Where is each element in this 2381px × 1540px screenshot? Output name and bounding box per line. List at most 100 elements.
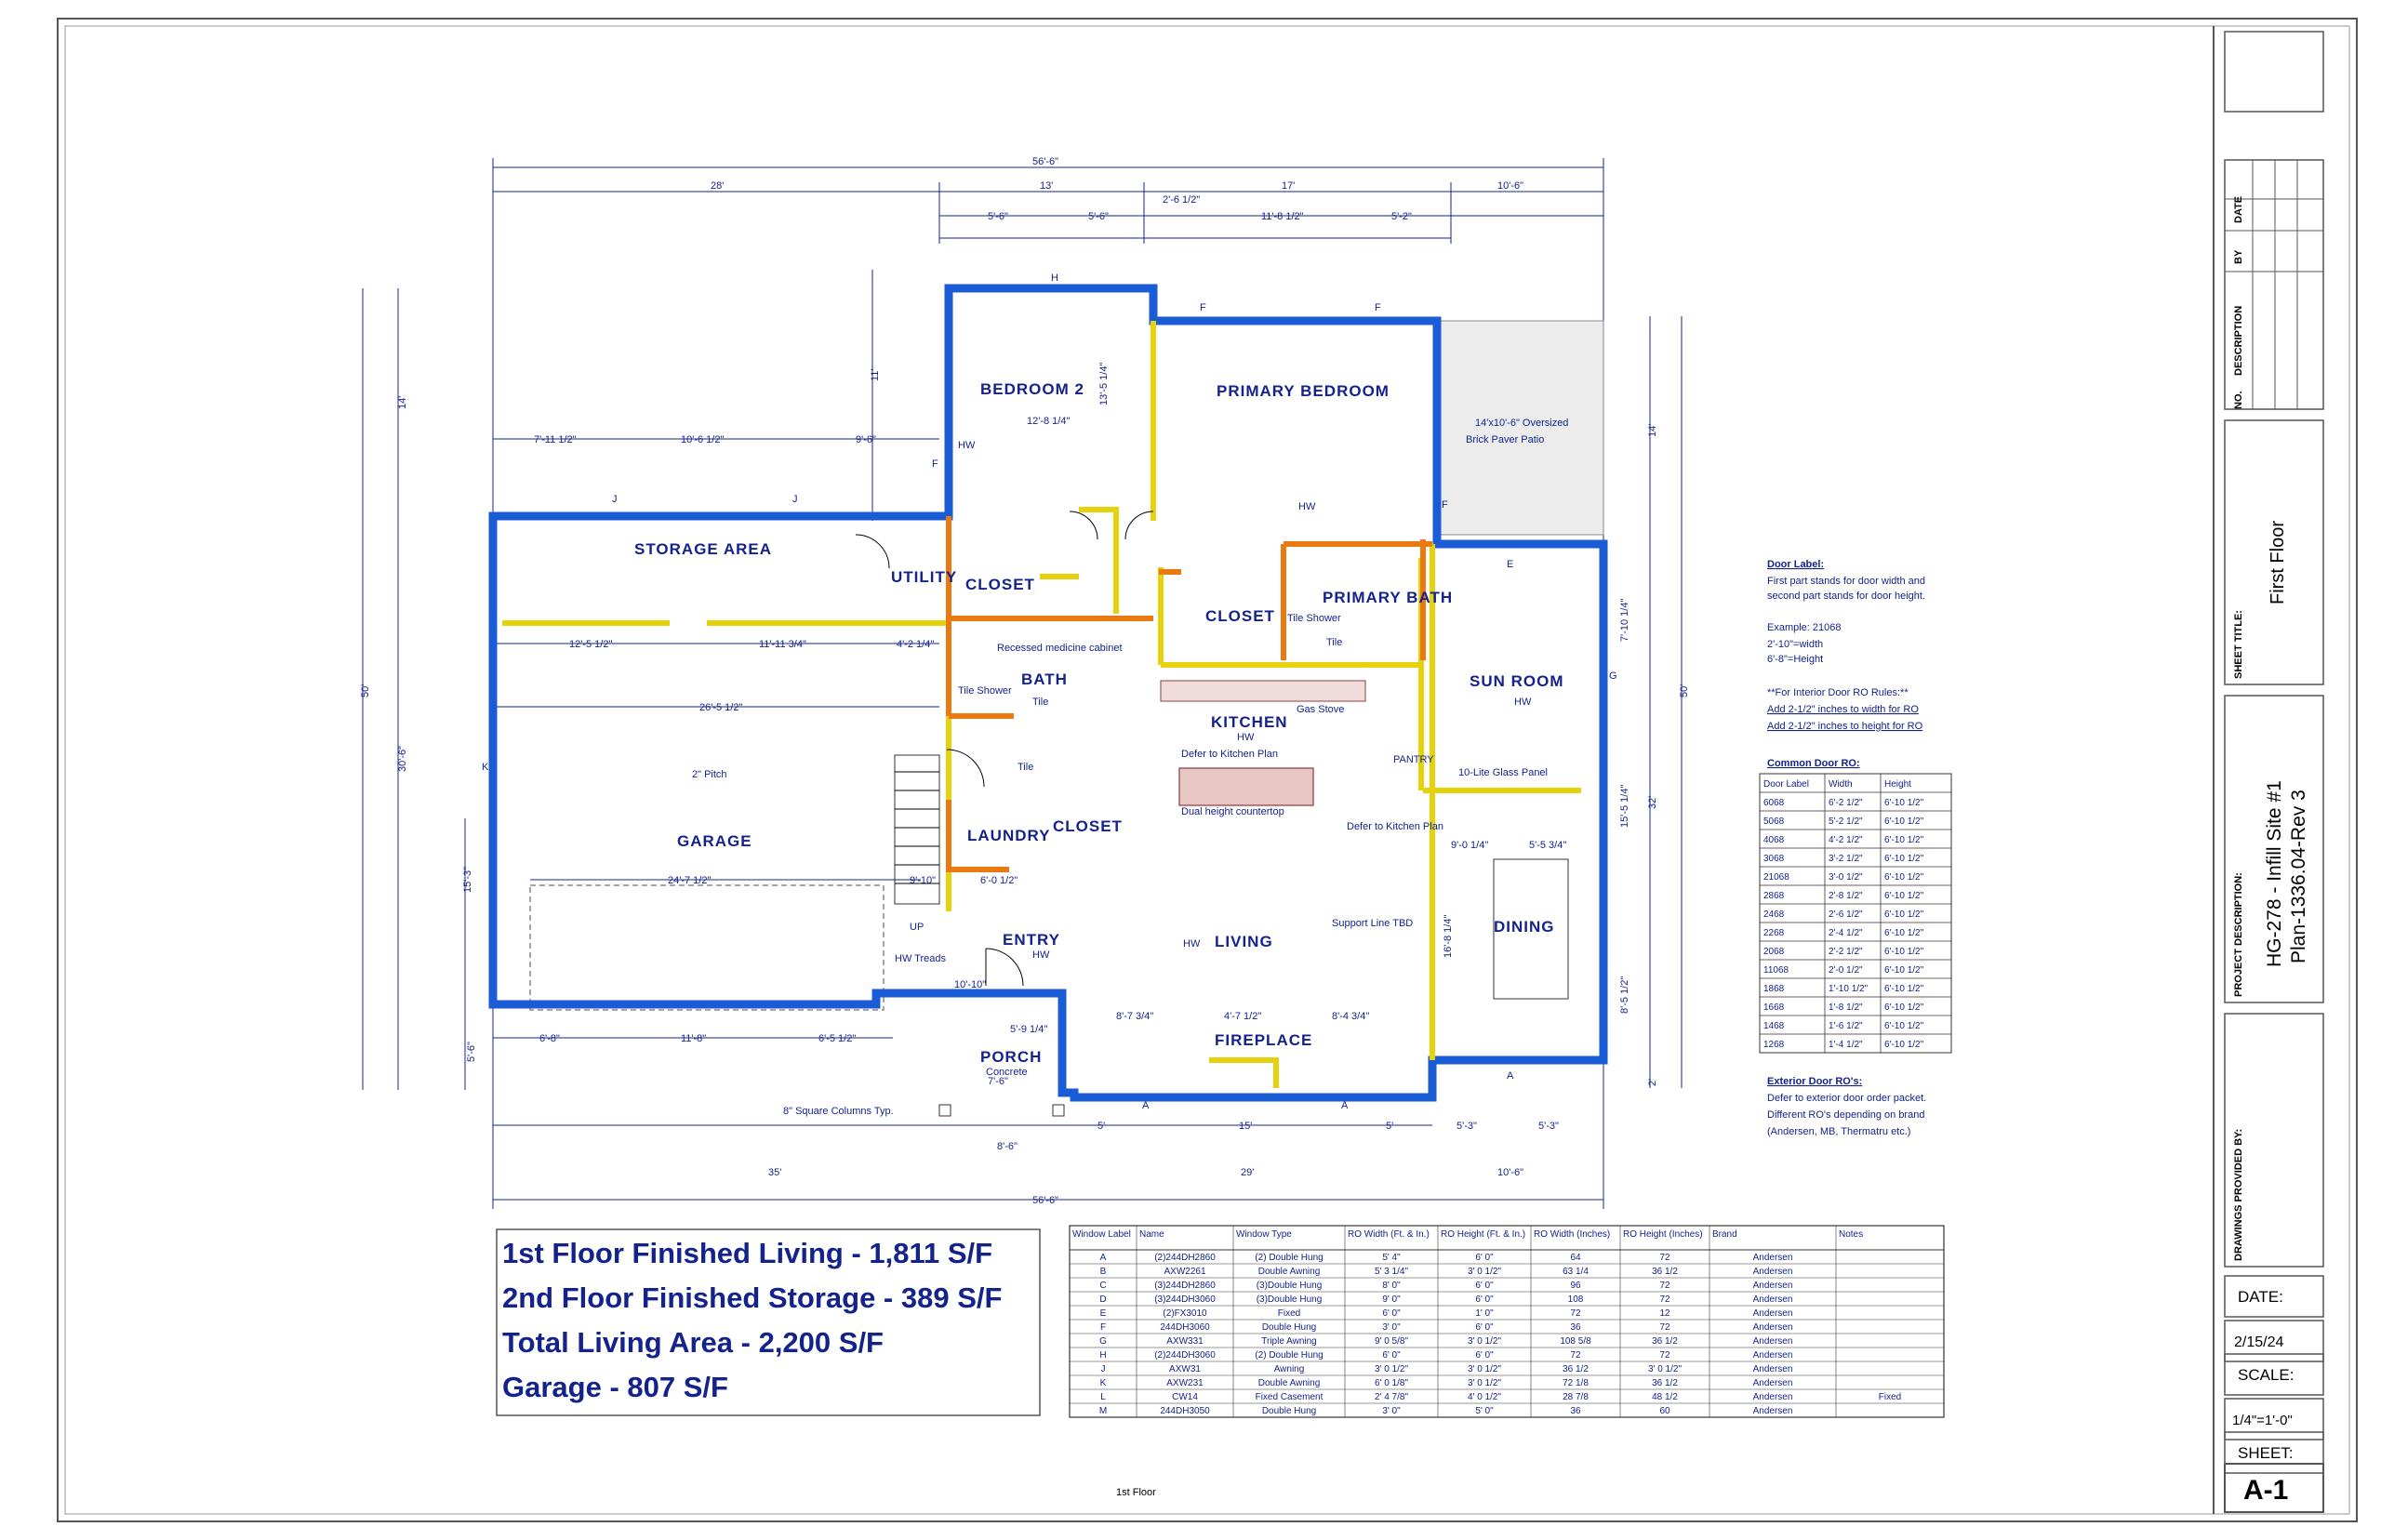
door-legend-rule1: Add 2-1/2" inches to width for RO [1767,704,1919,715]
window-table-cell: Fixed [1879,1392,1901,1402]
dim-top-13: 13' [1040,180,1053,192]
note-gas-stove: Gas Stove [1297,704,1344,715]
window-tag: F [1200,302,1206,313]
window-table-cell: 9' 0" [1382,1294,1401,1305]
window-tag: J [612,494,618,505]
dim-6-5: 6'-5 1/2" [818,1033,856,1044]
kitchen-island [1178,767,1314,806]
window-tag: G [1609,670,1617,682]
dim-11-8: 11'-8" [681,1033,706,1044]
door-table-cell: 6'-10 1/2" [1884,909,1924,920]
door-legend-ext1: Defer to exterior door order packet. [1767,1093,1926,1104]
dim-50: 50' [360,684,371,697]
note-tile-bath: Tile [1032,697,1048,708]
door-table-cell: 6068 [1763,798,1785,808]
door-table-cell: 6'-10 1/2" [1884,1021,1924,1031]
tb-sheet-value: A-1 [2243,1475,2288,1506]
tb-description-label: DESCRIPTION [2233,306,2244,376]
window-tag: F [932,458,938,470]
window-table-cell: 60 [1659,1406,1670,1416]
note-hw-bedroom2: HW [958,440,976,451]
window-table-header: Window Label [1072,1229,1131,1240]
window-table-cell: 64 [1570,1253,1581,1263]
note-hw-sun: HW [1514,697,1532,708]
door-legend-ex1: 2'-10"=width [1767,639,1823,650]
window-table-cell: 72 1/8 [1563,1378,1589,1388]
note-concrete: Concrete [986,1067,1028,1078]
window-table-cell: H [1099,1350,1106,1361]
window-table-cell: 72 [1659,1350,1670,1361]
door-legend-ext3: (Andersen, MB, Thermatru etc.) [1767,1126,1910,1137]
window-table-cell: 244DH3050 [1160,1406,1210,1416]
door-table-cell: 1'-4 1/2" [1829,1040,1863,1050]
window-table-cell: 1' 0" [1475,1308,1494,1319]
dim-8-5: 8'-5 1/2" [1619,976,1630,1014]
note-glass-panel: 10-Lite Glass Panel [1458,767,1548,778]
window-table-cell: 3' 0 1/2" [1468,1267,1501,1277]
dim-50-right: 50' [1679,684,1690,697]
dim-12-5: 12'-5 1/2" [569,639,612,650]
window-table-cell: 3' 0" [1382,1406,1401,1416]
dim-8-4: 8'-4 3/4" [1332,1011,1369,1022]
dim-15: 15' [1239,1121,1252,1132]
window-table-cell: A [1100,1253,1107,1263]
door-legend-title: Door Label: [1767,559,1824,570]
dim-5-9: 5'-9 1/4" [1010,1024,1047,1035]
door-table-cell: 5068 [1763,816,1785,827]
dim-56-6: 56'-6" [1032,1195,1058,1206]
door-table-cell: 4'-2 1/2" [1829,835,1863,845]
window-table-cell: C [1099,1281,1106,1291]
door-legend: Door Label: First part stands for door w… [1759,559,1952,1137]
dimension-labels: 56'-6" 28' 13' 17' 10'-6" 2'-6 1/2" 5'-6… [360,156,1690,1206]
label-garage: GARAGE [677,832,752,850]
window-table-cell: 108 5/8 [1560,1336,1591,1347]
label-closet-1: CLOSET [965,576,1035,593]
window-table-cell: Andersen [1753,1378,1793,1388]
dim-12-8: 12'-8 1/4" [1027,416,1070,427]
window-table-header: Name [1139,1229,1164,1240]
dim-top-10-6: 10'-6" [1497,180,1523,192]
window-tag: A [1142,1100,1150,1111]
window-table-cell: Andersen [1753,1281,1793,1291]
window-table-cell: 72 [1659,1281,1670,1291]
window-table-cell: AXW331 [1166,1336,1204,1347]
window-table-cell: 6' 0" [1382,1350,1401,1361]
dim-6-0: 6'-0 1/2" [980,875,1018,886]
window-table-cell: 9' 0 5/8" [1375,1336,1408,1347]
note-support-line: Support Line TBD [1332,918,1413,929]
door-table-cell: 2068 [1763,947,1785,957]
window-table-cell: Andersen [1753,1253,1793,1263]
label-primary-bedroom: PRIMARY BEDROOM [1217,382,1390,400]
dim-14: 14' [397,396,408,409]
window-table-cell: 72 [1570,1308,1581,1319]
dim-16-8: 16'-8 1/4" [1443,915,1454,958]
window-table-cell: 244DH3060 [1160,1322,1210,1333]
area-total: Total Living Area - 2,200 S/F [502,1326,884,1359]
door-table-header: Door Label [1763,779,1809,790]
window-table-cell: AXW231 [1166,1378,1204,1388]
window-table-cell: 96 [1570,1281,1581,1291]
dim-top-17: 17' [1282,180,1295,192]
door-table-cell: 6'-10 1/2" [1884,984,1924,994]
door-legend-line1: First part stands for door width and [1767,576,1925,587]
window-table-cell: (3)Double Hung [1257,1281,1323,1291]
note-defer-kitchen: Defer to Kitchen Plan [1181,749,1278,760]
note-pitch: 2" Pitch [692,769,727,780]
window-table-cell: Andersen [1753,1350,1793,1361]
window-table-cell: 72 [1659,1322,1670,1333]
window-tag: A [1507,1070,1514,1082]
window-table-cell: 5' 3 1/4" [1375,1267,1408,1277]
window-table-frame [1069,1225,1945,1418]
door-table-cell: 5'-2 1/2" [1829,816,1863,827]
window-table-cell: AXW2261 [1164,1267,1205,1277]
window-table-cell: Double Awning [1258,1267,1321,1277]
note-hw-treads: HW Treads [895,953,947,964]
dim-top-5-6b: 5'-6" [1088,211,1109,222]
window-table-cell: (2) Double Hung [1255,1350,1323,1361]
dim-15-3: 15'-3" [462,867,473,893]
window-table-cell: 6' 0" [1475,1294,1494,1305]
dim-6-8: 6'-8" [539,1033,560,1044]
tb-scale-value: 1/4"=1'-0" [2232,1413,2293,1428]
door-table-cell: 2'-2 1/2" [1829,947,1863,957]
door-table-cell: 11068 [1763,965,1789,976]
